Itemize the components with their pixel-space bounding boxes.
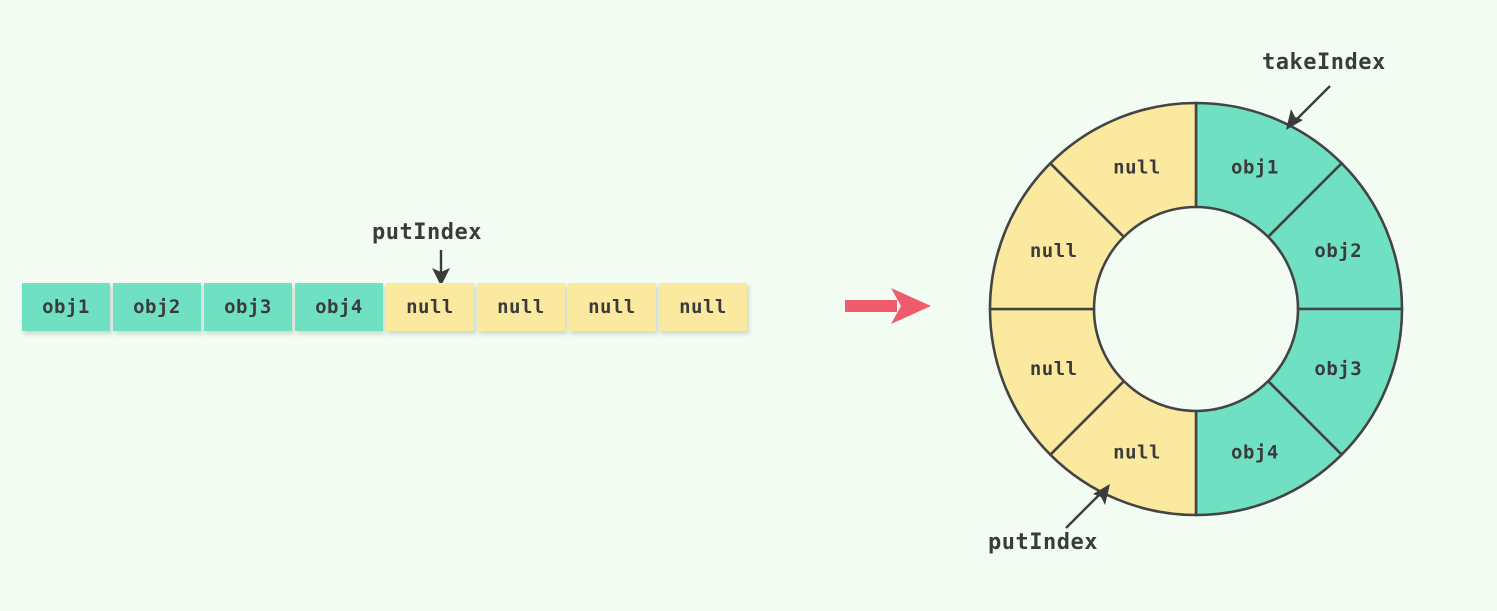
ring-segment-label: obj1 <box>1231 157 1279 179</box>
ring-segment-label: null <box>1113 157 1161 179</box>
array-put-index-arrow-icon <box>432 250 450 286</box>
ring-segment-label: null <box>1030 358 1078 380</box>
ring-segment <box>1049 101 1198 239</box>
array-cell: null <box>659 283 747 331</box>
ring-take-index-arrow-icon <box>1286 85 1331 130</box>
ring-take-index-label: takeIndex <box>1262 50 1386 75</box>
array-cell: obj4 <box>295 283 383 331</box>
array-cell: null <box>477 283 565 331</box>
array-cell: obj2 <box>113 283 201 331</box>
ring-segment-labels: obj1 obj2 obj3 obj4 null null null null <box>1030 157 1362 464</box>
ring-segment-label: obj3 <box>1314 358 1362 380</box>
array-cell: null <box>568 283 656 331</box>
ring-put-index-arrow-icon <box>1065 484 1110 529</box>
array-put-index-label: putIndex <box>372 220 482 245</box>
ring-put-index-label: putIndex <box>988 530 1098 555</box>
array-cell: null <box>386 283 474 331</box>
ring-segment-label: null <box>1113 441 1161 463</box>
ring-segment-label: null <box>1030 240 1078 262</box>
right-arrow-icon <box>845 288 931 324</box>
ring-segment-label: obj2 <box>1314 240 1362 262</box>
ring-segments <box>988 101 1404 517</box>
array-cell: obj3 <box>204 283 292 331</box>
circular-buffer-ring: obj1 obj2 obj3 obj4 null null null null <box>988 101 1404 517</box>
array-cell: obj1 <box>22 283 110 331</box>
ring-segment-label: obj4 <box>1231 441 1279 463</box>
